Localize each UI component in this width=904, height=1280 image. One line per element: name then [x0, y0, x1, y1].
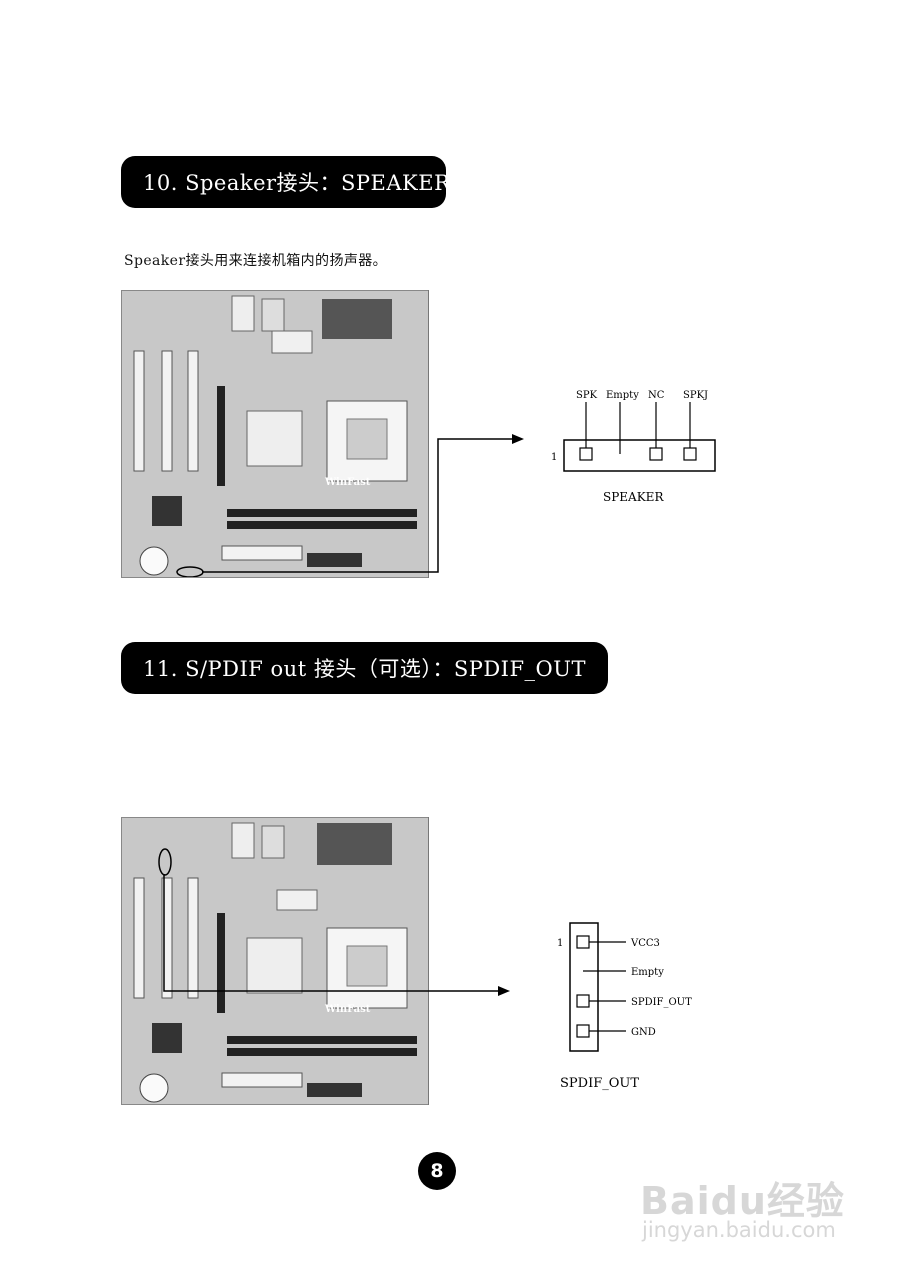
- section-10-title: 10. Speaker接头：SPEAKER: [143, 171, 451, 195]
- speaker-pin-one-label: 1: [551, 452, 557, 463]
- baidu-watermark-logo: Baidu经验: [640, 1179, 845, 1223]
- speaker-caption: SPEAKER: [603, 490, 664, 504]
- speaker-pin-spk: SPK: [576, 390, 598, 401]
- section-10-header: 10. Speaker接头：SPEAKER: [121, 156, 450, 208]
- section-11-title: 11. S/PDIF out 接头（可选）：SPDIF_OUT: [143, 657, 586, 681]
- page-number: 8: [418, 1152, 456, 1190]
- photo-2-edge-line: [428, 817, 429, 1105]
- speaker-pin-spkj: SPKJ: [683, 390, 708, 401]
- spdif-pin-vcc3: VCC3: [630, 938, 660, 949]
- baidu-watermark-url: jingyan.baidu.com: [642, 1218, 836, 1242]
- motherboard-photo-speaker: WinFast: [121, 290, 429, 578]
- speaker-intro-text: Speaker接头用来连接机箱内的扬声器。: [124, 253, 388, 269]
- board-silkscreen-text: WinFast: [324, 477, 371, 488]
- motherboard-photo-spdif: WinFast: [121, 817, 429, 1105]
- spdif-pin-spdif-out: SPDIF_OUT: [631, 997, 692, 1008]
- spdif-pin-gnd: GND: [631, 1027, 656, 1038]
- speaker-pin-empty: Empty: [606, 390, 639, 401]
- photo-1-edge-line: [428, 290, 429, 578]
- board-silkscreen-text-2: WinFast: [324, 1004, 371, 1015]
- section-11-header: 11. S/PDIF out 接头（可选）：SPDIF_OUT: [121, 642, 608, 694]
- spdif-pin-one-label: 1: [557, 938, 563, 949]
- speaker-pin-nc: NC: [648, 390, 665, 401]
- spdif-caption: SPDIF_OUT: [560, 1076, 639, 1091]
- spdif-pin-empty: Empty: [631, 967, 664, 978]
